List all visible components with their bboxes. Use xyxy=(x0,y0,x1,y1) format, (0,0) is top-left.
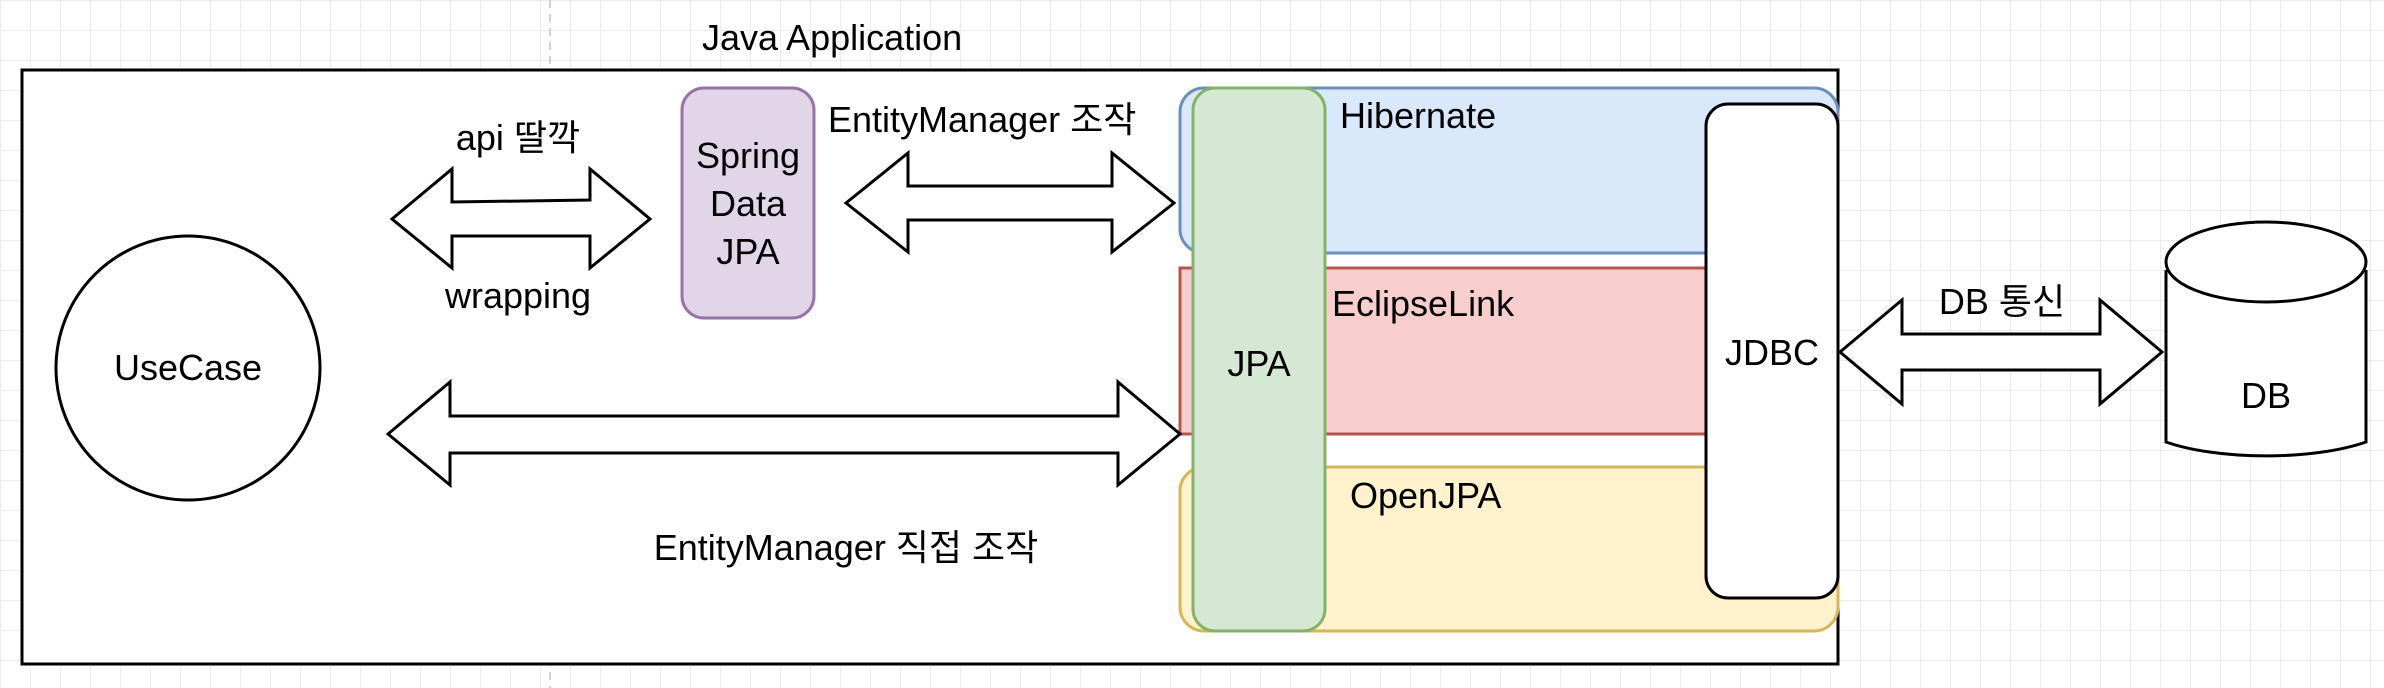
jdbc-node[interactable] xyxy=(1704,102,1840,600)
container-title: Java Application xyxy=(702,17,962,58)
eclipselink-label: EclipseLink xyxy=(1332,283,1515,324)
jpa-label: JPA xyxy=(1227,343,1290,384)
openjpa-label: OpenJPA xyxy=(1350,475,1501,516)
entity-manager-arrow[interactable] xyxy=(843,149,1177,256)
db-communication-arrow[interactable] xyxy=(1837,296,2165,408)
entity-manager-direct-arrow[interactable] xyxy=(385,378,1183,489)
spring-data-jpa-node[interactable] xyxy=(680,86,816,320)
api-bottom-label: wrapping xyxy=(444,275,591,316)
api-wrapping-arrow[interactable] xyxy=(389,165,653,272)
usecase-node[interactable] xyxy=(54,234,322,502)
jpa-node[interactable] xyxy=(1191,86,1327,633)
api-top-label: api 딸깍 xyxy=(456,117,580,158)
spring-label-line1: Spring xyxy=(696,135,800,176)
spring-label-line2: Data xyxy=(710,183,787,224)
usecase-label: UseCase xyxy=(114,347,262,388)
db-label: DB xyxy=(2241,375,2291,416)
spring-label-line3: JPA xyxy=(716,231,779,272)
jdbc-label: JDBC xyxy=(1725,332,1819,373)
db-cylinder-body[interactable] xyxy=(2164,270,2368,458)
entity-manager-direct-label: EntityManager 직접 조작 xyxy=(654,527,1039,568)
db-comm-label: DB 통신 xyxy=(1939,281,2065,322)
entity-manager-label: EntityManager 조작 xyxy=(828,99,1136,140)
hibernate-label: Hibernate xyxy=(1340,95,1496,136)
db-cylinder-top xyxy=(2164,220,2368,304)
